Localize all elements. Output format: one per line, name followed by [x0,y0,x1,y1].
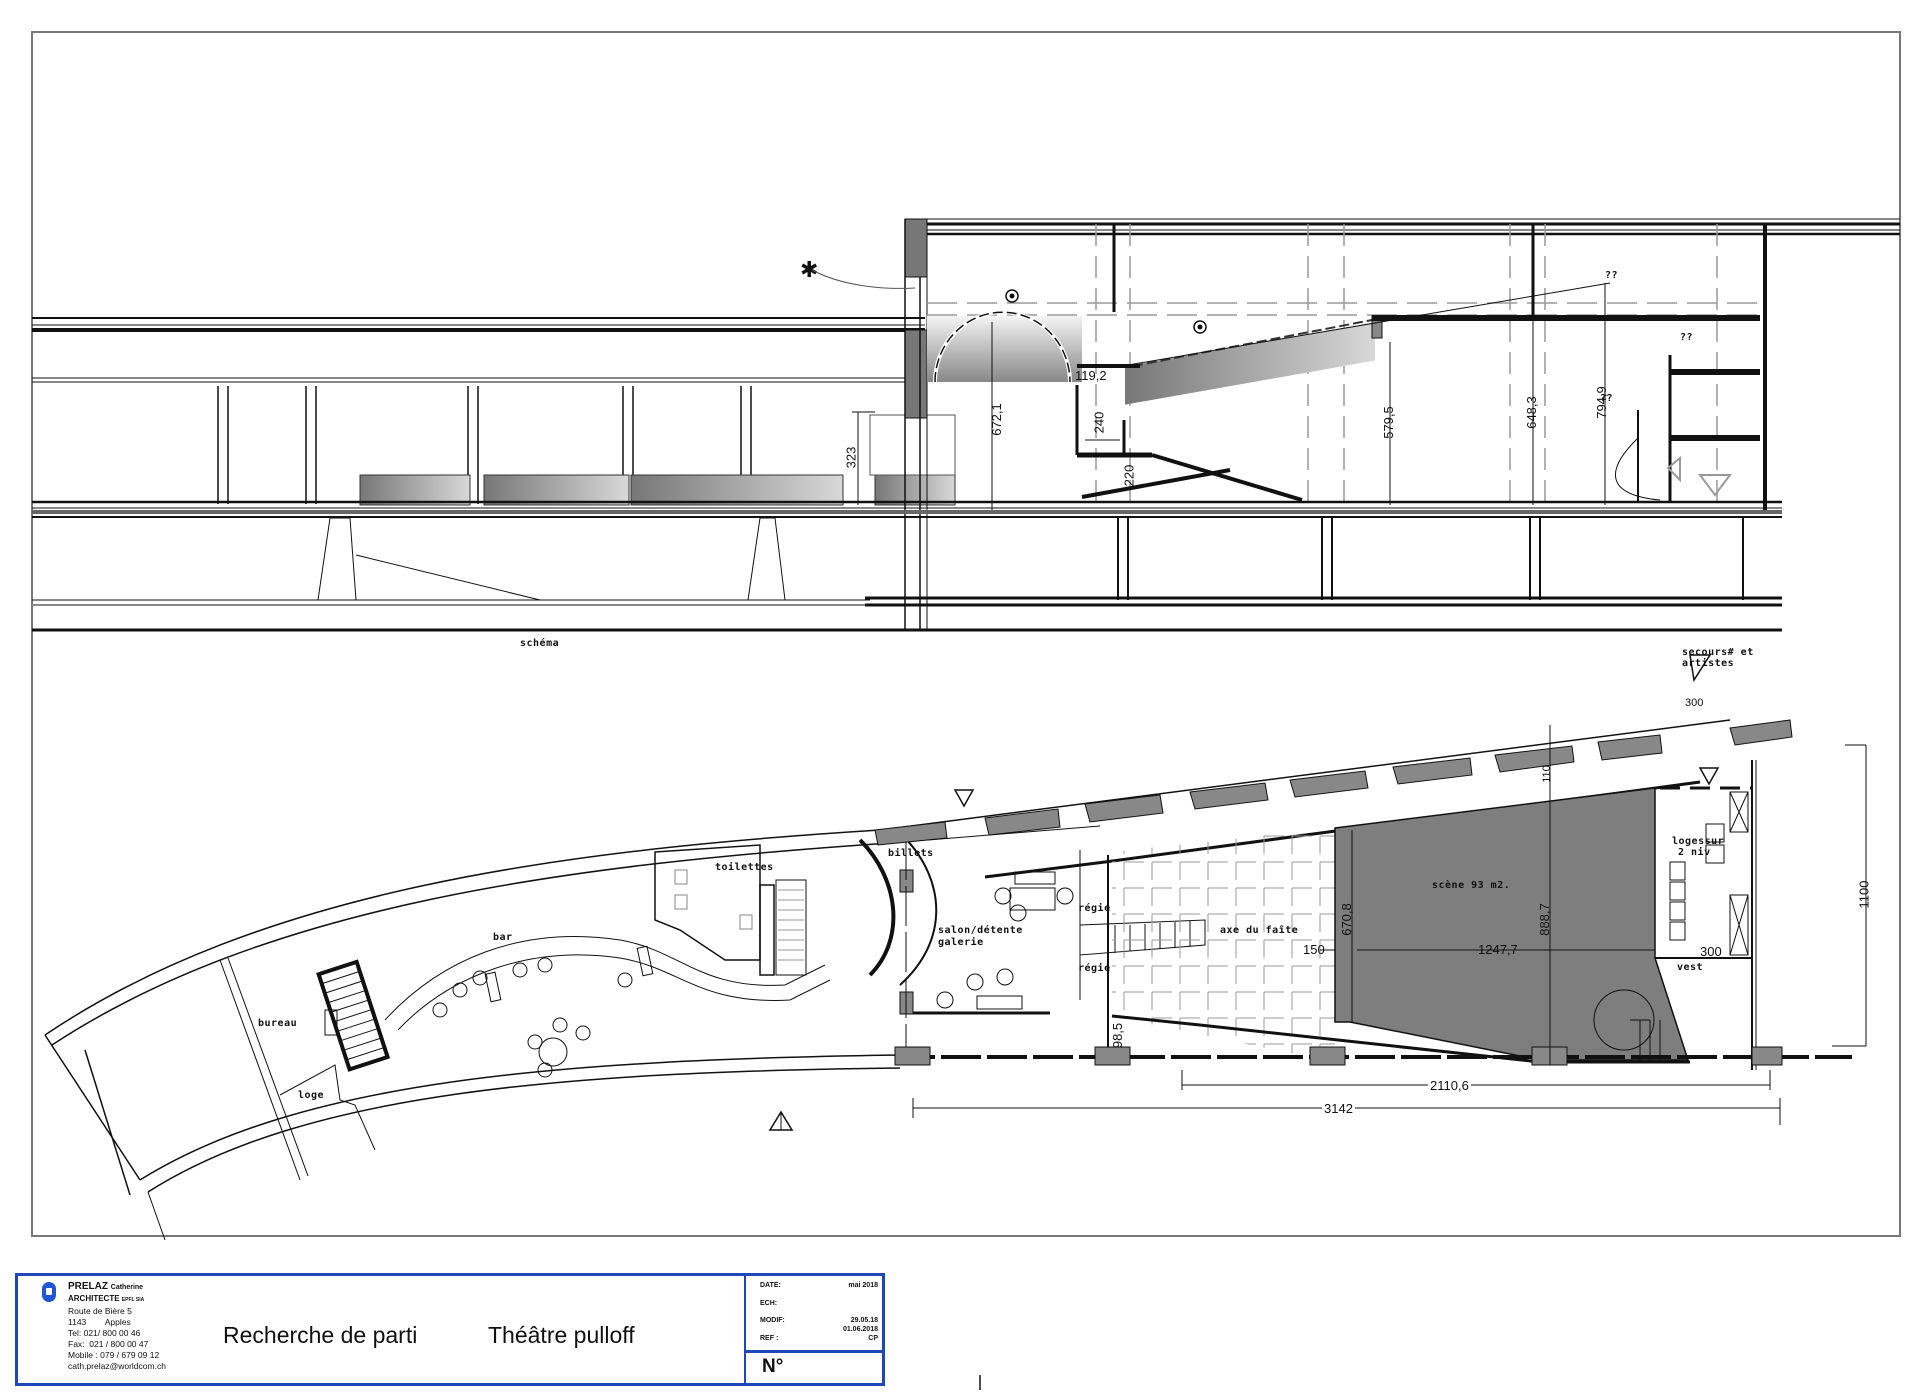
section-label: schéma [520,638,560,649]
firm-title: ARCHITECTE EPFL SIA [68,1294,145,1303]
room-loges-line2: 2 niv [1678,847,1711,858]
room-regie-1: régie [1078,903,1111,914]
label-axe-du-faite: axe du faîte [1220,925,1299,936]
room-loges: logessur 2 niv [1672,836,1724,858]
firm-address: PRELAZ Catherine ARCHITECTE EPFL SIA Rou… [68,1281,166,1372]
dim-579-5: 579,5 [1380,406,1396,439]
room-loge: loge [298,1090,325,1101]
dim-1100: 1100 [1856,880,1872,909]
phone: Tel: 021/ 800 00 46 [68,1328,141,1338]
note-unknown-1: ?? [1605,270,1619,281]
room-loges-line1: logessur [1672,836,1725,847]
room-salon-line1: salon/détente [938,925,1023,936]
firm-logo-icon [42,1282,56,1302]
label-secours-artistes: secours# et artistes [1682,647,1754,669]
dim-2110-6: 2110,6 [1428,1078,1471,1093]
dim-648-3: 648,3 [1523,396,1539,429]
title-block-main: PRELAZ Catherine ARCHITECTE EPFL SIA Rou… [18,1276,746,1383]
dim-150: 150 [1303,942,1325,957]
dim-98-5: 98,5 [1110,1022,1126,1049]
email: cath.prelaz@worldcom.ch [68,1361,166,1371]
asterisk-icon: ✱ [800,258,916,289]
dim-672-1: 672,1 [988,403,1004,436]
room-salon-line2: galerie [938,937,984,948]
section-view [32,218,1900,632]
room-bar: bar [493,932,513,943]
title-block-meta: DATE: mai 2018 ECH: MODIF: 29.05.18 01.0… [746,1276,882,1383]
dim-110: 110 [1540,765,1553,783]
drawing-title: Recherche de parti [223,1322,418,1348]
sheet-number-label: N° [762,1356,784,1377]
room-regie-2: régie [1078,963,1111,974]
firm-name: PRELAZ Catherine [68,1281,144,1292]
secours-line1: secours# et [1682,647,1754,658]
address-line-1: Route de Bière 5 [68,1306,132,1316]
room-salon: salon/détente galerie [938,925,1023,949]
svg-text:✱: ✱ [800,258,818,283]
project-name: Théâtre pulloff [488,1322,635,1348]
room-scene: scène 93 m2. [1432,880,1511,891]
address-line-2: 1143 Apples [68,1317,131,1327]
dim-323: 323 [843,446,859,469]
note-unknown-3: ?? [1600,393,1614,404]
title-block: PRELAZ Catherine ARCHITECTE EPFL SIA Rou… [15,1273,885,1386]
room-billets: billets [888,848,934,859]
note-unknown-2: ?? [1680,332,1694,343]
dim-119-2: 119,2 [1075,368,1107,383]
mobile: Mobile : 079 / 679 09 12 [68,1350,160,1360]
meta-fields: DATE: mai 2018 ECH: MODIF: 29.05.18 01.0… [746,1276,882,1353]
room-vest: vest [1677,962,1704,973]
room-toilettes: toilettes [715,862,774,873]
floor-plan [44,654,1867,1241]
sheet-frame [31,31,1901,1237]
circle-marker-icon [1005,289,1207,334]
dim-300-a: 300 [1700,944,1722,959]
dim-240: 240 [1091,411,1107,434]
dim-670-8: 670,8 [1338,903,1354,936]
dim-1247-7: 1247,7 [1478,942,1518,957]
fax: Fax: 021 / 800 00 47 [68,1339,149,1349]
dim-888-7: 888,7 [1536,903,1552,936]
room-bureau: bureau [258,1018,298,1029]
dim-220: 220 [1121,464,1137,487]
dim-3142: 3142 [1322,1101,1355,1116]
secours-line2: artistes [1682,658,1735,669]
dim-300-b: 300 [1685,697,1704,709]
